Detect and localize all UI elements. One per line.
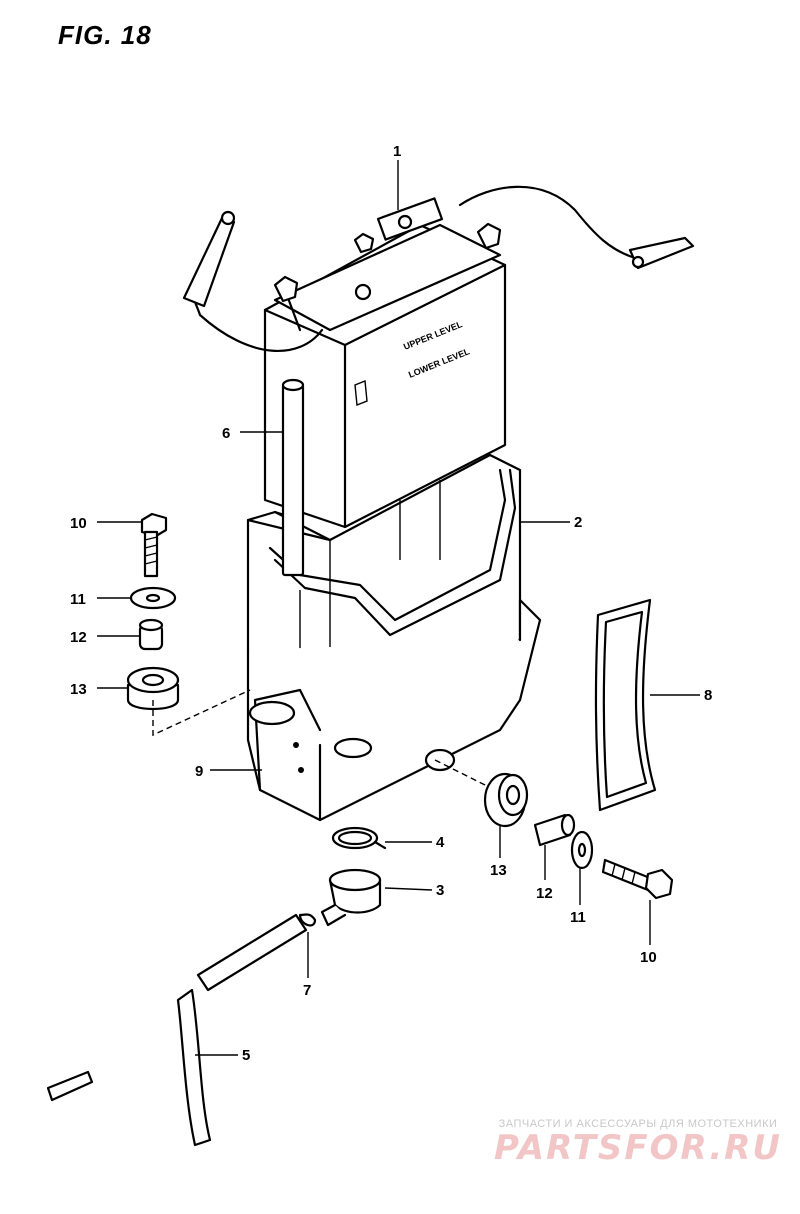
callout-4: 4 bbox=[436, 834, 445, 851]
callout-3: 3 bbox=[436, 882, 444, 899]
battery: UPPER LEVEL LOWER LEVEL bbox=[182, 185, 695, 529]
watermark: ЗАПЧАСТИ И АКСЕССУАРЫ ДЛЯ МОТОТЕХНИКИ PA… bbox=[488, 1118, 788, 1168]
callout-13-left: 13 bbox=[70, 681, 87, 698]
right-fastener-set bbox=[434, 759, 674, 900]
watermark-brand: PARTSFOR.RU bbox=[493, 1128, 783, 1168]
watermark-tagline: ЗАПЧАСТИ И АКСЕССУАРЫ ДЛЯ МОТОТЕХНИКИ bbox=[498, 1118, 778, 1130]
drain-hose-assembly bbox=[176, 826, 387, 1147]
battery-band bbox=[594, 598, 657, 812]
callout-labels: 1 2 3 4 5 6 7 8 9 10 11 12 13 10 11 12 1… bbox=[70, 143, 712, 1064]
callout-11-left: 11 bbox=[70, 591, 86, 608]
callout-7: 7 bbox=[303, 982, 311, 999]
figure-title: FIG. 18 bbox=[58, 20, 152, 50]
left-fastener-set bbox=[126, 512, 251, 737]
leader-lines bbox=[97, 160, 700, 1056]
callout-9: 9 bbox=[195, 763, 203, 780]
callout-13-right: 13 bbox=[490, 862, 507, 879]
battery-case bbox=[246, 453, 542, 822]
forward-direction-arrow: FWD bbox=[46, 1070, 94, 1102]
callout-10-left: 10 bbox=[70, 515, 87, 532]
callout-10-right: 10 bbox=[640, 949, 657, 966]
callout-12-left: 12 bbox=[70, 629, 87, 646]
callout-5: 5 bbox=[242, 1047, 250, 1064]
callout-8: 8 bbox=[704, 687, 712, 704]
breather-pipe bbox=[281, 378, 305, 577]
callout-12-right: 12 bbox=[536, 885, 553, 902]
callout-1: 1 bbox=[393, 143, 401, 160]
callout-11-right: 11 bbox=[570, 909, 586, 926]
callout-2: 2 bbox=[574, 514, 582, 531]
callout-6: 6 bbox=[222, 425, 230, 442]
